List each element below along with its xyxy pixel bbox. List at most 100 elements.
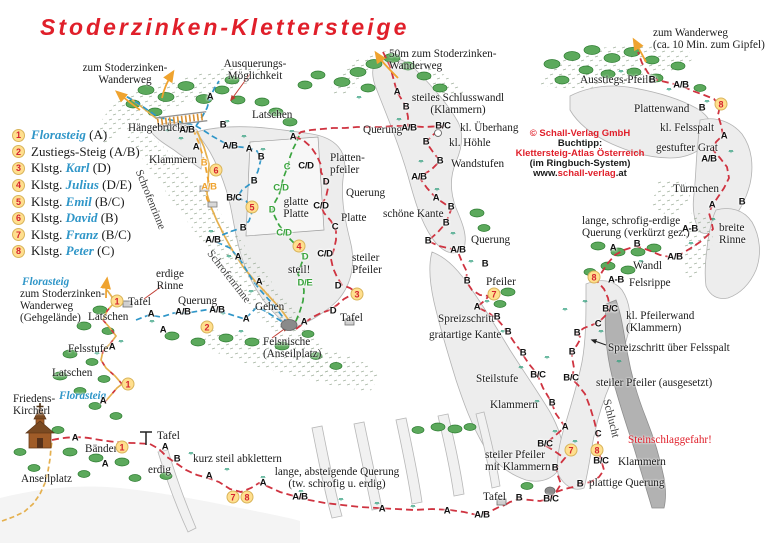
legend-grade: (A/B) xyxy=(106,143,140,159)
map-label: Felsnische (Anseilplatz) xyxy=(263,336,322,360)
map-label: 50m zum Stoderzinken- Wanderweg xyxy=(389,48,497,72)
difficulty-marker: A xyxy=(108,341,116,353)
publisher-text: .at xyxy=(615,168,627,180)
difficulty-marker: A/B xyxy=(292,491,308,503)
map-label: kl. Überhang xyxy=(460,122,519,134)
legend-grade: (D) xyxy=(89,160,111,176)
publisher-line: Klettersteig-Atlas Österreich xyxy=(516,149,645,159)
legend-route-name: David xyxy=(65,210,98,226)
difficulty-marker: B/C xyxy=(226,192,242,204)
arrow-florasteig-exit-icon xyxy=(100,276,111,299)
difficulty-marker: A xyxy=(206,91,214,103)
difficulty-marker: A/B xyxy=(209,304,225,316)
map-label: steiler Pfeiler mit Klammern xyxy=(485,449,551,473)
legend-route-name: Florasteig xyxy=(31,127,86,143)
rock-hole-icon xyxy=(544,486,556,496)
map-label: Pfeiler xyxy=(486,276,516,288)
map-label: Plattenwand xyxy=(634,103,690,115)
difficulty-marker: A/B xyxy=(450,244,466,256)
difficulty-marker: A/B xyxy=(673,79,689,91)
pointer-spreizschritt-icon xyxy=(590,339,607,346)
difficulty-marker: A xyxy=(205,470,213,482)
map-label: Schlucht xyxy=(600,398,622,439)
map-label: Platten- pfeiler xyxy=(330,152,365,176)
difficulty-marker: B xyxy=(447,201,455,213)
legend-number-badge: 3 xyxy=(12,161,25,175)
route-4-julius xyxy=(271,135,305,331)
difficulty-marker: A xyxy=(609,242,617,254)
difficulty-marker: A/B xyxy=(667,251,683,263)
map-label: Klammern xyxy=(490,399,538,411)
difficulty-marker: B xyxy=(633,238,641,250)
legend-number-badge: 2 xyxy=(12,145,25,159)
legend-number-badge: 7 xyxy=(12,228,25,242)
legend-route-name: Peter xyxy=(65,243,94,259)
difficulty-marker: C/D xyxy=(313,200,329,212)
difficulty-marker: C/D xyxy=(317,248,333,260)
legend-item-label: Klstg. Karl (D) xyxy=(31,160,111,176)
difficulty-marker: A xyxy=(147,308,155,320)
publisher-text: (im Ringbuch-System) xyxy=(529,158,631,170)
difficulty-marker: A xyxy=(432,192,440,204)
difficulty-marker: A-B xyxy=(608,274,624,286)
difficulty-marker: A/B xyxy=(201,181,217,193)
difficulty-marker: B/C xyxy=(537,438,553,450)
felsnische-icon xyxy=(280,319,298,331)
difficulty-marker: B xyxy=(515,492,523,504)
publisher-text: Buchtipp: xyxy=(557,138,603,150)
difficulty-marker: B xyxy=(436,155,444,167)
map-label: Hängebrücke xyxy=(128,122,188,134)
route-1-florasteig xyxy=(51,436,151,445)
map-label: Felsrippe xyxy=(629,277,671,289)
legend-grade: (C) xyxy=(93,243,115,259)
map-label: steiler Pfeiler xyxy=(352,252,382,276)
map-label: lange, schrofig-erdige Querung (verkürzt… xyxy=(582,215,690,239)
legend-number-badge: 5 xyxy=(12,195,25,209)
map-label: schöne Kante xyxy=(383,208,444,220)
map-label: kl. Höhle xyxy=(449,137,491,149)
legend-number-badge: 8 xyxy=(12,244,25,258)
map-label: steiler Pfeiler (ausgesetzt) xyxy=(596,377,713,389)
publisher-text: Klettersteig-Atlas Österreich xyxy=(515,148,645,160)
map-label: Friedens- Kircherl xyxy=(13,393,56,417)
difficulty-marker: B xyxy=(481,258,489,270)
legend-item-label: Klstg. Franz (B/C) xyxy=(31,227,131,243)
difficulty-marker: B/C xyxy=(543,493,559,505)
difficulty-marker: D/E xyxy=(297,277,313,289)
direction-arrows xyxy=(100,37,647,299)
difficulty-marker: A xyxy=(378,503,386,515)
difficulty-marker: B xyxy=(576,478,584,490)
schlucht-band xyxy=(604,299,666,509)
map-label: Querung xyxy=(363,124,403,136)
route-number-badge: 4 xyxy=(292,239,306,253)
legend-grade: (A) xyxy=(85,127,108,143)
legend-route-name: Emil xyxy=(65,193,92,209)
legend-route-name: Julius xyxy=(65,177,99,193)
route-number-badge: 3 xyxy=(350,287,364,301)
difficulty-marker: A xyxy=(289,131,297,143)
publisher-text: schall-verlag xyxy=(557,168,616,180)
haengebruecke-icon xyxy=(155,111,208,128)
publisher-text: © Schall-Verlag GmbH xyxy=(529,128,631,139)
difficulty-marker: B xyxy=(493,311,501,323)
route-number-badge: 2 xyxy=(200,320,214,334)
map-label: Klammern xyxy=(149,154,197,166)
difficulty-marker: B xyxy=(519,347,527,359)
belay-ledge-icons xyxy=(199,185,218,208)
route-lines xyxy=(51,51,730,516)
map-label: Bänder xyxy=(85,443,118,455)
legend-item-label: Klstg. Julius (D/E) xyxy=(31,177,132,193)
route-number-badge: 7 xyxy=(226,490,240,504)
difficulty-marker: D xyxy=(322,176,330,188)
route-bottom-traverse xyxy=(149,443,506,516)
difficulty-marker: B/C xyxy=(602,303,618,315)
map-label: breite Rinne xyxy=(719,222,746,246)
legend-item: 7 Klstg. Franz (B/C) xyxy=(12,227,140,244)
ridge-lines xyxy=(157,411,501,533)
difficulty-marker: A xyxy=(393,86,401,98)
legend-grade: (B/C) xyxy=(98,226,132,242)
difficulty-marker: A/B xyxy=(701,153,717,165)
tree-cluster xyxy=(13,45,707,490)
